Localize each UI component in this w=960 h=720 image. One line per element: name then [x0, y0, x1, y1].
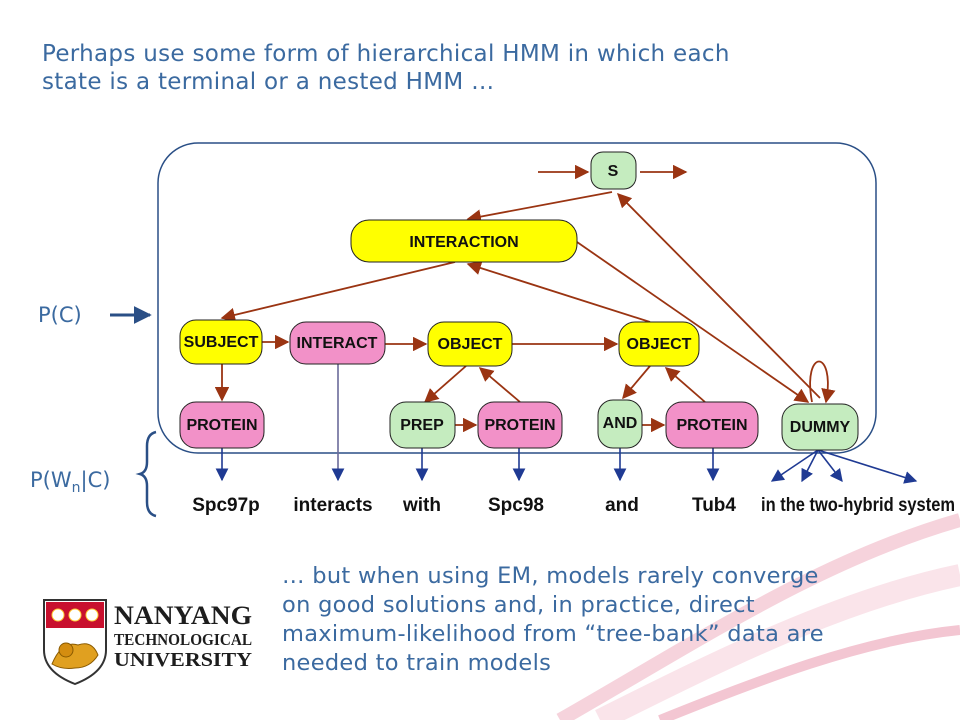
pwc-label: P(Wn|C)	[30, 468, 110, 496]
node-object-2-label: OBJECT	[627, 336, 692, 353]
logo-line-3: UNIVERSITY	[114, 649, 253, 671]
word-spc97p: Spc97p	[192, 495, 260, 516]
word-two-hybrid-system: in the two-hybrid system	[761, 495, 955, 516]
node-protein-1: PROTEIN	[179, 401, 265, 449]
title-line-1: Perhaps use some form of hierarchical HM…	[42, 41, 730, 67]
node-object-1: OBJECT	[427, 321, 513, 367]
node-and: AND	[597, 399, 643, 449]
bottom-line-4: needed to train models	[282, 650, 552, 676]
bottom-line-1: … but when using EM, models rarely conve…	[282, 563, 819, 589]
node-interaction-label: INTERACTION	[409, 234, 518, 251]
ntu-logo: NANYANG TECHNOLOGICAL UNIVERSITY	[43, 599, 253, 686]
bottom-text: … but when using EM, models rarely conve…	[282, 562, 942, 678]
node-dummy-label: DUMMY	[790, 419, 851, 436]
node-prep-label: PREP	[400, 417, 444, 434]
slide-title: Perhaps use some form of hierarchical HM…	[42, 40, 902, 96]
edge-dummy-s	[616, 192, 821, 399]
emit-dummy-4	[817, 449, 918, 484]
word-and: and	[605, 495, 639, 516]
node-protein-1-label: PROTEIN	[186, 417, 257, 434]
word-interacts: interacts	[293, 495, 372, 516]
logo-line-1: NANYANG	[114, 601, 252, 630]
node-s: S	[590, 151, 637, 190]
node-object-2: OBJECT	[618, 321, 700, 367]
logo-line-2: TECHNOLOGICAL	[114, 630, 252, 649]
bottom-line-3: maximum-likelihood from “tree-bank” data…	[282, 621, 824, 647]
node-protein-3: PROTEIN	[665, 401, 759, 449]
nested-hmm-frame	[157, 142, 877, 454]
node-subject: SUBJECT	[179, 319, 263, 365]
edge-object1-prep	[423, 365, 467, 403]
word-with: with	[402, 495, 441, 516]
node-interaction: INTERACTION	[350, 219, 578, 263]
node-prep: PREP	[389, 401, 456, 449]
edge-interaction-subject	[220, 261, 456, 322]
node-dummy: DUMMY	[781, 403, 859, 451]
sentence-words: Spc97p interacts with Spc98 and Tub4 in …	[192, 495, 955, 516]
edge-protein2-object1	[478, 367, 521, 403]
ntu-crest-icon	[43, 599, 107, 686]
node-protein-2-label: PROTEIN	[484, 417, 555, 434]
node-s-label: S	[608, 163, 619, 180]
transition-edges	[214, 164, 836, 433]
title-line-2: state is a terminal or a nested HMM …	[42, 69, 495, 95]
edge-dummy-self	[809, 360, 836, 404]
word-tub4: Tub4	[692, 495, 736, 516]
node-interact: INTERACT	[289, 321, 386, 365]
emit-dummy-1	[770, 449, 819, 482]
emit-dummy-2	[801, 449, 819, 483]
edge-object2-interaction	[466, 261, 651, 323]
node-protein-2: PROTEIN	[477, 401, 563, 449]
pc-label: P(C)	[38, 303, 82, 327]
edge-interaction-dummy	[576, 241, 810, 403]
node-protein-3-label: PROTEIN	[676, 417, 747, 434]
word-spc98: Spc98	[488, 495, 544, 516]
node-interact-label: INTERACT	[297, 335, 378, 352]
emit-dummy-3	[817, 449, 843, 483]
node-object-1-label: OBJECT	[438, 336, 503, 353]
node-subject-label: SUBJECT	[184, 334, 259, 351]
decorative-swoosh	[556, 513, 960, 720]
edge-s-interaction	[466, 191, 613, 224]
pwc-brace	[135, 430, 157, 518]
emission-edges	[215, 364, 918, 484]
edge-object2-and	[622, 365, 651, 400]
bottom-line-2: on good solutions and, in practice, dire…	[282, 592, 755, 618]
edge-protein3-object2	[664, 367, 706, 403]
node-and-label: AND	[603, 415, 638, 432]
